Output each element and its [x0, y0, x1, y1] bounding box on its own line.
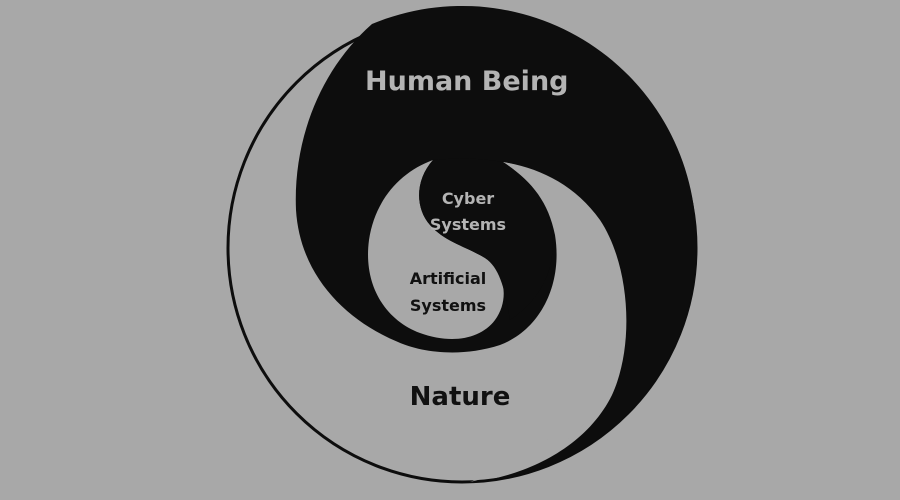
cyber-systems-region: [419, 158, 553, 320]
cyber-line-1: Cyber: [441, 189, 495, 208]
artificial-systems-label: Artificial Systems: [393, 265, 503, 319]
nature-arm-region: [470, 162, 624, 482]
cyber-line-2: Systems: [429, 215, 507, 234]
cyber-systems-label: Cyber Systems: [418, 186, 518, 238]
artificial-systems-region: [368, 160, 504, 340]
artificial-line-2: Systems: [409, 296, 487, 315]
nature-label: Nature: [409, 382, 511, 412]
artificial-line-1: Artificial: [409, 269, 487, 288]
human-being-label: Human Being: [365, 66, 569, 97]
